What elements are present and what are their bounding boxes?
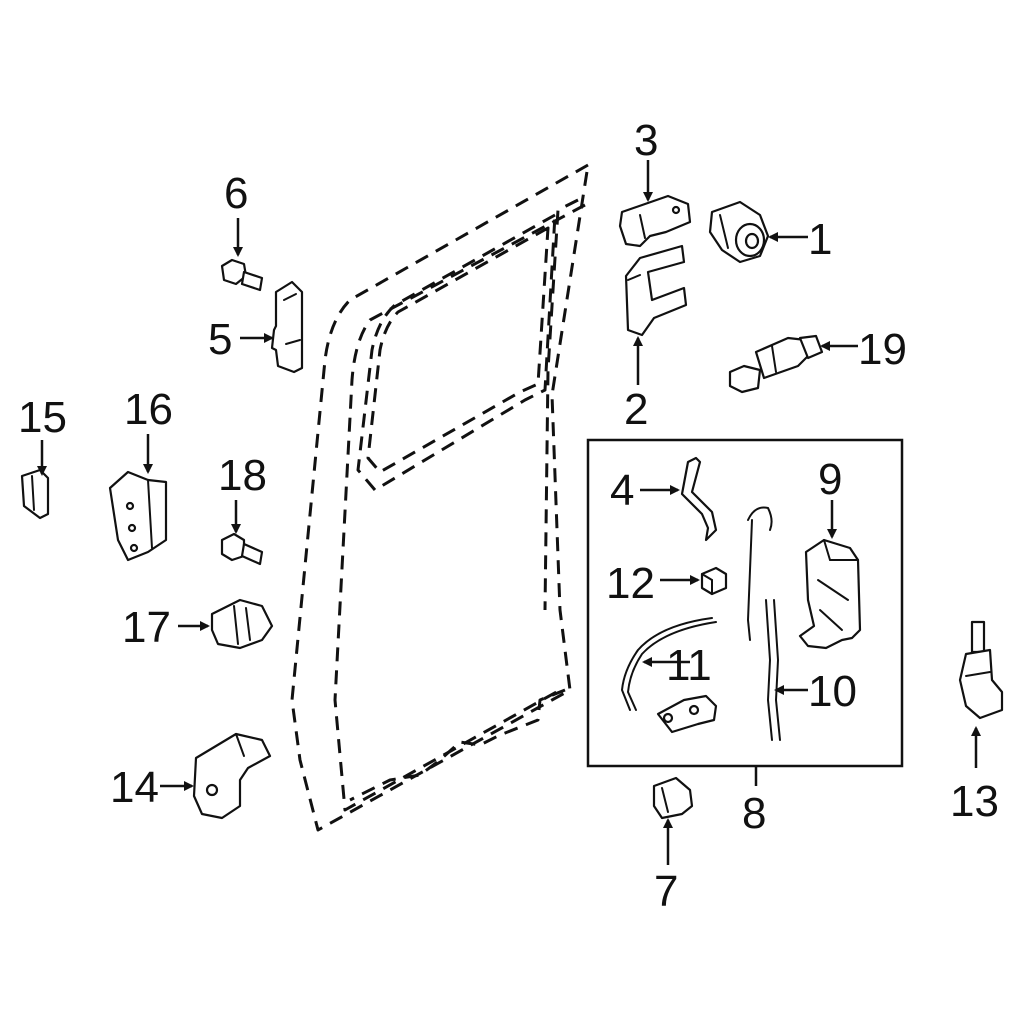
callout-10: 10: [808, 667, 857, 716]
callout-13: 13: [950, 777, 999, 826]
callout-4: 4: [610, 466, 634, 515]
part-19-switch: [728, 334, 824, 394]
callout-7: 7: [654, 867, 678, 916]
callout-8: 8: [742, 789, 766, 838]
door-outline: [290, 163, 590, 832]
part-9-latch: [798, 538, 862, 650]
part-15-bracket: [20, 468, 50, 520]
callout-2: 2: [624, 385, 648, 434]
part-7-bracket: [652, 776, 694, 820]
callout-1: 1: [808, 215, 832, 264]
part-18-bolt: [220, 532, 264, 566]
callout-3: 3: [634, 116, 658, 165]
callout-17: 17: [122, 603, 171, 652]
part-17-hinge-block: [210, 598, 274, 650]
callout-5: 5: [208, 315, 232, 364]
part-12-clip: [700, 566, 728, 596]
part-16-hinge-plate: [108, 470, 168, 562]
callout-19: 19: [858, 325, 907, 374]
part-8-kit-box: [586, 438, 904, 768]
part-11-cable: [621, 617, 718, 734]
part-6-bolt: [220, 258, 264, 292]
callout-12: 12: [606, 559, 655, 608]
callout-18: 18: [218, 451, 267, 500]
callout-16: 16: [124, 385, 173, 434]
callout-11: 11: [666, 641, 712, 690]
part-5-hinge: [270, 280, 304, 374]
part-4-rod: [680, 456, 718, 542]
part-2-bracket: [624, 244, 688, 337]
part-13-actuator: [958, 620, 1004, 720]
part-14-hinge: [192, 732, 272, 820]
part-3-clip: [618, 194, 692, 248]
part-1-lock-cylinder: [708, 200, 770, 264]
callout-9: 9: [818, 455, 842, 504]
callout-15: 15: [18, 393, 67, 442]
callout-6: 6: [224, 169, 248, 218]
callout-14: 14: [110, 763, 159, 812]
part-10-cable: [747, 506, 781, 741]
